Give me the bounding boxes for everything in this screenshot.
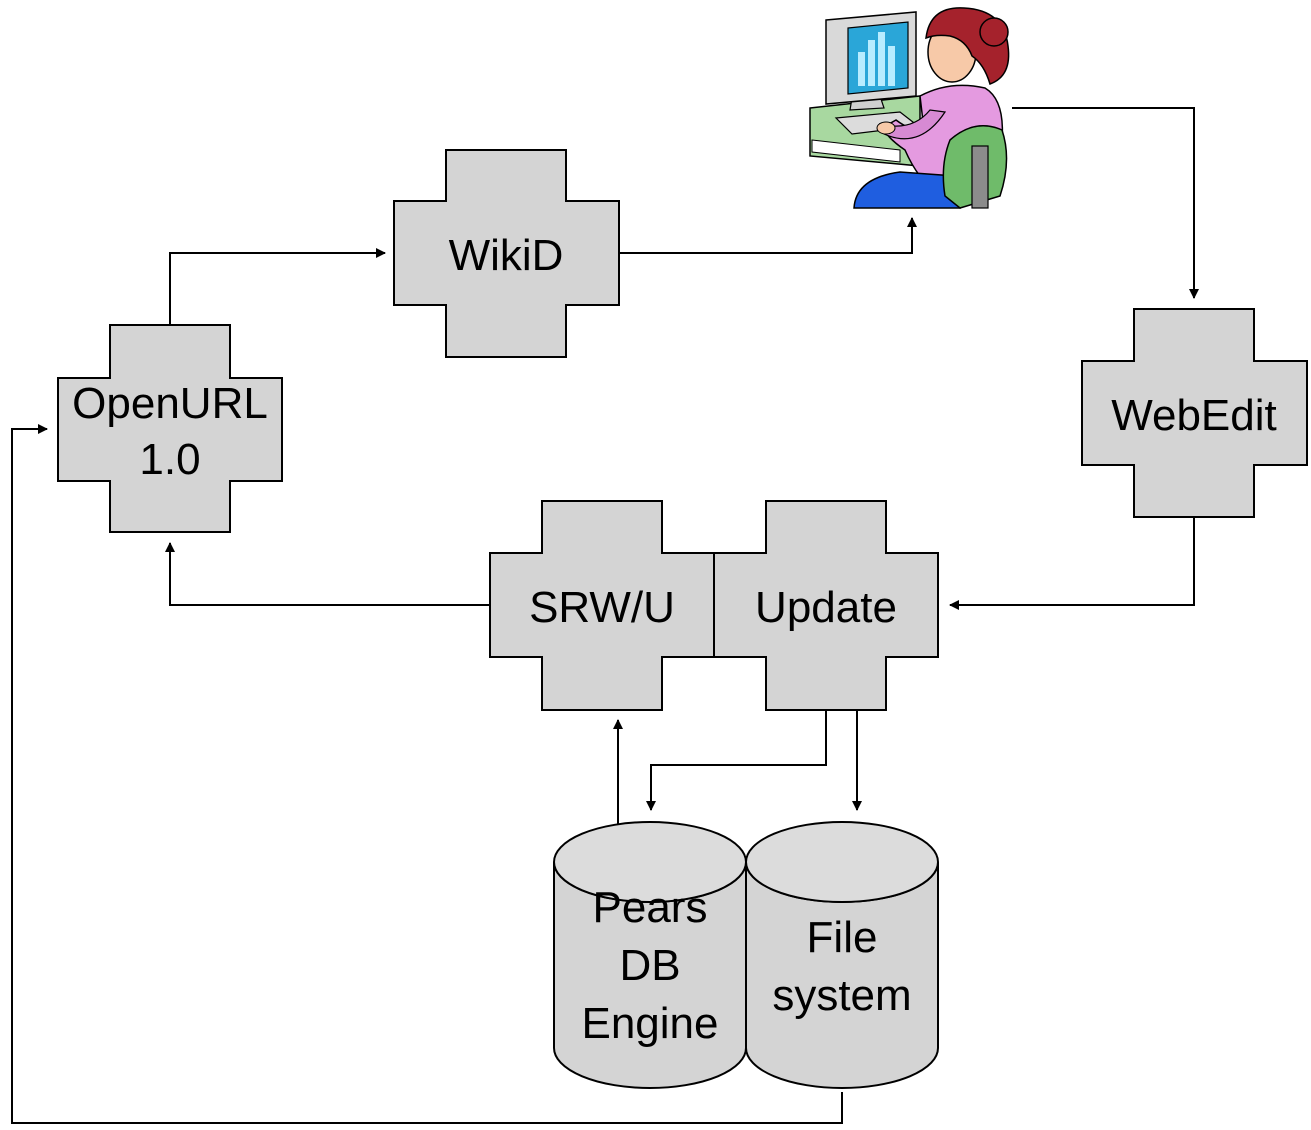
filesystem-cylinder-top — [745, 821, 939, 903]
wikid-shape — [393, 149, 620, 358]
node-label: Pears — [593, 883, 708, 932]
edge-webedit-to-update — [949, 518, 1195, 610]
node-label: 1.0 — [139, 435, 200, 484]
node-label: Engine — [581, 999, 718, 1048]
edge-openurl-to-wikid — [169, 248, 386, 325]
node-label: WebEdit — [1111, 391, 1277, 440]
node-label: Update — [755, 583, 897, 632]
user-at-computer-icon — [809, 7, 1010, 209]
edge-srwu-to-openurl — [165, 542, 490, 606]
edge-update-to-pears — [646, 710, 827, 811]
node-wikid: WikiD — [393, 149, 620, 358]
node-label: system — [772, 971, 911, 1020]
node-openurl: OpenURL 1.0 — [57, 324, 283, 533]
connectors — [11, 107, 1199, 1124]
node-label: DB — [619, 941, 680, 990]
node-label: SRW/U — [529, 583, 675, 632]
edge-user-to-webedit — [1012, 107, 1199, 299]
node-webedit: WebEdit — [1081, 308, 1308, 518]
node-pears-db: Pears DB Engine — [553, 821, 747, 1089]
person-legs — [853, 171, 961, 209]
edge-wikid-to-user — [619, 217, 917, 254]
srwu-shape — [489, 500, 715, 711]
update-shape — [713, 500, 939, 711]
node-filesystem: File system — [745, 821, 939, 1089]
node-update: Update — [713, 500, 939, 711]
node-label: WikiD — [449, 231, 564, 280]
webedit-shape — [1081, 308, 1308, 518]
node-srwu: SRW/U — [489, 500, 715, 711]
edge-filesystem-to-openurl — [11, 424, 843, 1124]
openurl-shape — [57, 324, 283, 533]
node-label: OpenURL — [72, 379, 268, 428]
node-label: File — [807, 913, 878, 962]
